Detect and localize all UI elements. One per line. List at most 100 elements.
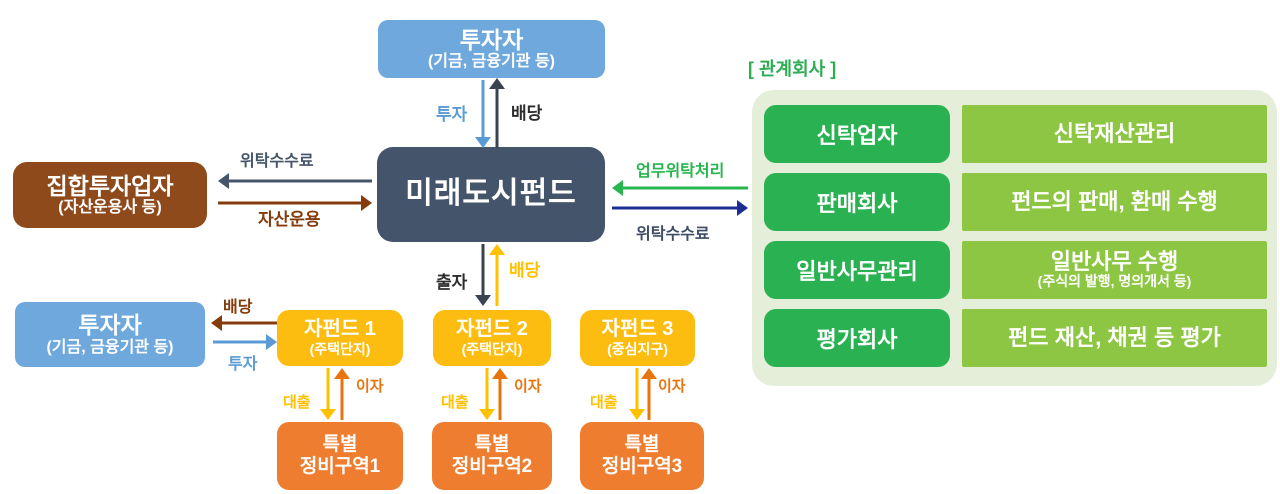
interest-label-3: 이자: [658, 378, 686, 395]
loan-down-arrow-2: [479, 368, 495, 420]
arrow-shaft: [495, 253, 499, 306]
related-row-desc-box: 신탁재산관리: [962, 105, 1267, 163]
arrow-head: [737, 200, 748, 216]
interest-up-arrow-1: [334, 368, 350, 420]
contribute-down-arrow: [475, 244, 491, 306]
dividend-left-label: 배당: [223, 299, 253, 316]
related-row-label: 평가회사: [764, 309, 950, 367]
arrow-shaft: [213, 340, 268, 344]
subfund-3-subtitle: (중심지구): [607, 341, 668, 358]
arrow-head: [492, 368, 508, 379]
arrow-head: [211, 315, 222, 331]
arrow-shaft: [621, 186, 748, 190]
asset-mgmt-right-arrow: [218, 195, 372, 211]
zone-3-line1: 특별: [624, 434, 660, 456]
loan-label-2: 대출: [441, 394, 469, 411]
arrow-shaft: [485, 368, 489, 411]
asset-manager-box: 집합투자업자 (자산운용사 등): [13, 162, 207, 228]
arrow-shaft: [612, 206, 739, 210]
arrow-head: [479, 409, 495, 420]
asset-manager-subtitle: (자산운용사 등): [58, 199, 162, 217]
zone-1-box: 특별 정비구역1: [277, 422, 403, 490]
arrow-head: [334, 368, 350, 379]
zone-1-line2: 정비구역1: [299, 456, 381, 477]
arrow-head: [218, 173, 229, 189]
subfund-3-box: 자펀드 3 (중심지구): [580, 310, 695, 366]
invest-top-label: 투자: [436, 105, 468, 124]
arrow-head: [629, 409, 645, 420]
mgmt-fee-left-arrow: [218, 173, 372, 189]
delegate-label: 업무위탁처리: [636, 163, 725, 180]
arrow-head: [320, 409, 336, 420]
zone-3-box: 특별 정비구역3: [580, 422, 704, 490]
interest-up-arrow-2: [492, 368, 508, 420]
related-row-desc: 펀드의 판매, 환매 수행: [1011, 188, 1218, 214]
left-investor-title: 투자자: [78, 312, 142, 339]
arrow-head: [641, 368, 657, 379]
subfund-1-box: 자펀드 1 (주택단지): [277, 310, 403, 366]
loan-label-3: 대출: [590, 394, 618, 411]
invest-down-arrow: [475, 80, 491, 148]
subfund-1-title: 자펀드 1: [304, 318, 376, 341]
related-row-desc-box: 일반사무 수행 (주식의 발행, 명의개서 등): [962, 241, 1267, 299]
arrow-shaft: [498, 377, 502, 420]
zone-2-box: 특별 정비구역2: [432, 422, 552, 490]
dividend-left-arrow: [211, 315, 277, 331]
related-row-desc-box: 펀드 재산, 채권 등 평가: [962, 309, 1267, 367]
related-row-desc: 펀드 재산, 채권 등 평가: [1008, 324, 1221, 350]
related-row-desc-box: 펀드의 판매, 환매 수행: [962, 173, 1267, 231]
arrow-shaft: [218, 201, 363, 205]
arrow-shaft: [647, 377, 651, 420]
contribute-label: 출자: [436, 273, 468, 292]
related-row-label: 일반사무관리: [764, 241, 950, 299]
related-row-distributor: 판매회사 펀드의 판매, 환매 수행: [764, 173, 1267, 231]
arrow-head: [489, 78, 505, 89]
arrow-shaft: [340, 377, 344, 420]
top-investor-subtitle: (기금, 금융기관 등): [427, 53, 556, 71]
related-row-desc: 신탁재산관리: [1053, 120, 1176, 146]
related-row-admin: 일반사무관리 일반사무 수행 (주식의 발행, 명의개서 등): [764, 241, 1267, 299]
related-row-label: 신탁업자: [764, 105, 950, 163]
arrow-shaft: [635, 368, 639, 411]
related-companies-header: [ 관계회사 ]: [748, 59, 837, 79]
interest-up-arrow-3: [641, 368, 657, 420]
subfund-1-subtitle: (주택단지): [309, 341, 371, 358]
delegate-left-arrow: [612, 180, 748, 196]
zone-2-line2: 정비구역2: [451, 456, 533, 477]
arrow-head: [612, 180, 623, 196]
arrow-head: [489, 244, 505, 255]
dividend-mid-up-arrow: [489, 244, 505, 306]
dividend-top-label: 배당: [511, 104, 543, 123]
top-investor-title: 투자자: [459, 26, 524, 53]
related-row-trustee: 신탁업자 신탁재산관리: [764, 105, 1267, 163]
loan-down-arrow-3: [629, 368, 645, 420]
subfund-3-title: 자펀드 3: [601, 318, 674, 341]
arrow-head: [266, 334, 277, 350]
dividend-up-arrow: [489, 78, 505, 148]
top-investor-box: 투자자 (기금, 금융기관 등): [378, 20, 605, 78]
arrow-shaft: [220, 321, 277, 325]
related-row-desc2: (주식의 발행, 명의개서 등): [1037, 273, 1192, 290]
arrow-shaft: [481, 80, 485, 139]
arrow-shaft: [495, 87, 499, 148]
arrow-shaft: [227, 179, 372, 183]
loan-label-1: 대출: [283, 394, 311, 411]
trust-fee-label: 위탁수수료: [636, 226, 710, 243]
invest-left-label: 투자: [228, 356, 258, 373]
related-row-label: 판매회사: [764, 173, 950, 231]
arrow-head: [475, 295, 491, 306]
dividend-mid-label: 배당: [509, 261, 541, 280]
mgmt-fee-label: 위탁수수료: [240, 153, 314, 170]
arrow-head: [361, 195, 372, 211]
related-row-appraiser: 평가회사 펀드 재산, 채권 등 평가: [764, 309, 1267, 367]
left-investor-box: 투자자 (기금, 금융기관 등): [15, 302, 205, 367]
left-investor-subtitle: (기금, 금융기관 등): [46, 338, 174, 356]
zone-1-line1: 특별: [322, 434, 358, 456]
arrow-head: [475, 137, 491, 148]
asset-manager-title: 집합투자업자: [46, 172, 174, 199]
asset-mgmt-label: 자산운용: [258, 210, 321, 229]
subfund-2-subtitle: (주택단지): [461, 341, 523, 358]
fund-title: 미래도시펀드: [405, 177, 577, 211]
subfund-2-box: 자펀드 2 (주택단지): [433, 310, 551, 366]
